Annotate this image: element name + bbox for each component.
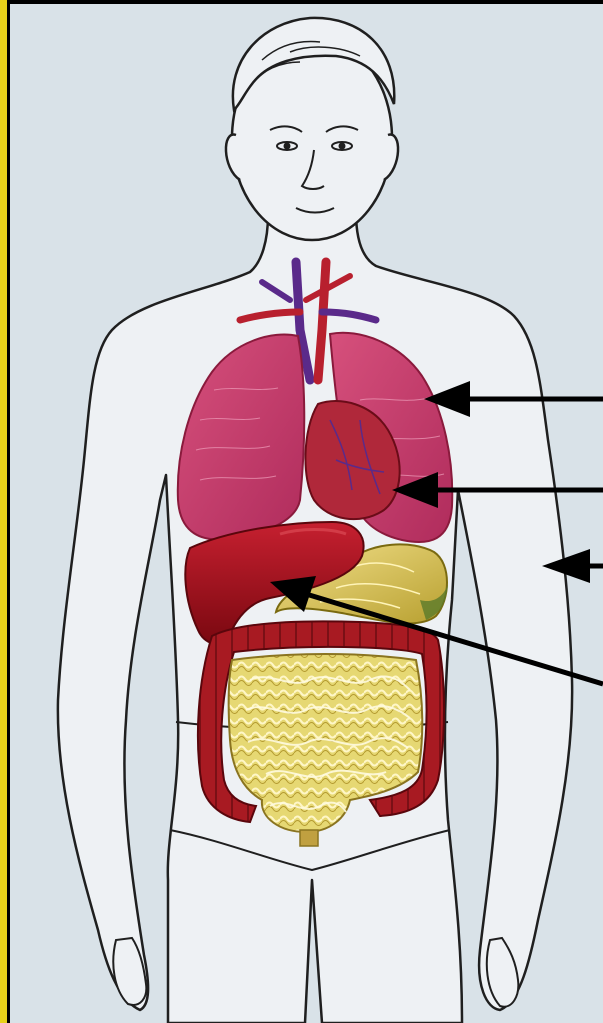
left-pupil <box>285 144 290 149</box>
torso-outline <box>58 212 572 1023</box>
rectum <box>300 830 318 846</box>
frame-yellow-edge <box>0 0 7 1023</box>
right-pupil <box>340 144 345 149</box>
